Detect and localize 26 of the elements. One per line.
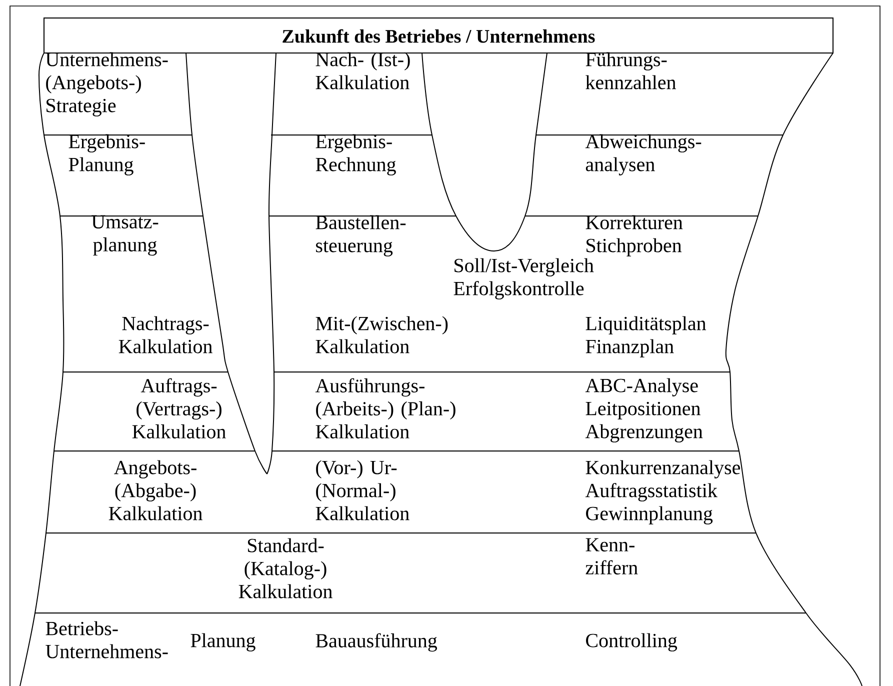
title-band: Zukunft des Betriebes / Unternehmens: [44, 18, 834, 54]
text-label: Baustellen- steuerung: [316, 215, 406, 256]
text-label: Standard- (Katalog-) Kalkulation: [238, 538, 332, 598]
text-label: Ergebnis- Planung: [68, 134, 145, 176]
text-label: Controlling: [586, 633, 678, 652]
text-label: Kenn- ziffern: [586, 538, 638, 574]
text-label: ABC-Analyse Leitpositionen Abgrenzungen: [585, 378, 703, 442]
text-label: Mit-(Zwischen-) Kalkulation: [316, 316, 448, 354]
text-label: Nachtrags- Kalkulation: [118, 316, 212, 354]
text-label: Führungs- kennzahlen: [586, 52, 676, 90]
text-label: Bauausführung: [316, 633, 438, 652]
text-label: Betriebs- Unternehmens-: [46, 621, 168, 658]
text-label: Abweichungs- analysen: [585, 134, 702, 176]
text-label: Korrekturen Stichproben: [586, 215, 683, 256]
text-label: Planung: [190, 633, 256, 652]
text-label: Auftrags- (Vertrags-) Kalkulation: [132, 378, 226, 438]
text-label: Konkurrenzanalyse Auftragsstatistik Gewinnplanung: [585, 460, 740, 524]
text-label: Ausführungs- (Arbeits-) (Plan-) Kalkulation: [315, 378, 456, 438]
text-label: Unternehmens- (Angebots-) Strategie: [46, 52, 168, 116]
text-label: Soll/Ist-Vergleich Erfolgskontrolle: [454, 258, 594, 300]
text-label: Angebots- (Abgabe-) Kalkulation: [108, 460, 202, 520]
text-label: Umsatz- planung: [92, 215, 158, 256]
text-label: (Vor-) Ur- (Normal-) Kalkulation: [316, 460, 410, 520]
text-label: Liquiditätsplan Finanzplan: [586, 316, 706, 358]
text-label: Ergebnis- Rechnung: [316, 134, 396, 176]
text-label: Nach- (Ist-) Kalkulation: [316, 52, 410, 90]
